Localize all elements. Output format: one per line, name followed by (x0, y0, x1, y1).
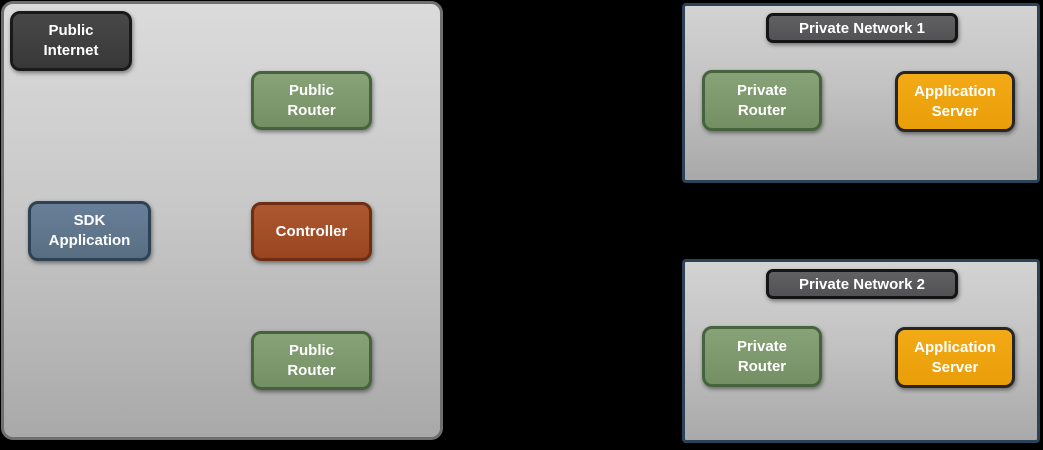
public-router-top-node: Public Router (251, 71, 372, 130)
private-network-1-title: Private Network 1 (766, 13, 958, 43)
public-router-bottom-node: Public Router (251, 331, 372, 390)
private-network-2-application-server-node: Application Server (895, 327, 1015, 388)
private-network-1-container: Private Network 1 Private Router Applica… (682, 3, 1040, 183)
sdk-application-node: SDK Application (28, 201, 151, 261)
private-network-1-private-router-node: Private Router (702, 70, 822, 131)
private-network-1-application-server-node: Application Server (895, 71, 1015, 132)
public-internet-node: Public Internet (10, 11, 132, 71)
controller-node: Controller (251, 202, 372, 261)
private-network-2-title: Private Network 2 (766, 269, 958, 299)
public-zone-container: Public Internet Public Router SDK Applic… (1, 1, 443, 440)
private-network-2-private-router-node: Private Router (702, 326, 822, 387)
private-network-2-container: Private Network 2 Private Router Applica… (682, 259, 1040, 443)
